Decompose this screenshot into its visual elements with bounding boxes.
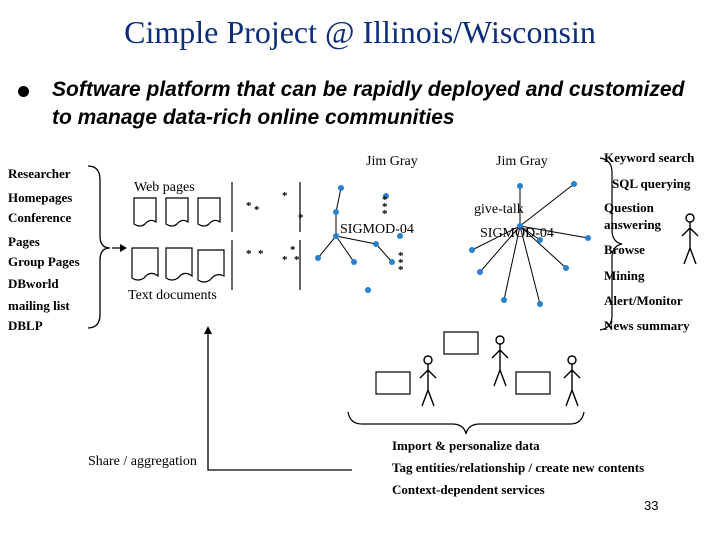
annotation-star: * <box>282 190 288 202</box>
source-researcher: Researcher <box>8 166 71 181</box>
annotation-star: * <box>246 248 252 260</box>
source-group-pages: Group Pages <box>8 254 80 269</box>
annotation-star: * <box>290 244 296 256</box>
web-page-icons <box>133 197 221 227</box>
annotation-star: * <box>382 201 388 213</box>
text-document-icons <box>131 247 225 283</box>
service-browse: Browse <box>604 242 645 257</box>
annotation-star: * <box>246 200 252 212</box>
tag-entities-text: Tag entities/relationship / create new c… <box>392 460 645 475</box>
entity-nodes-left <box>315 185 403 293</box>
import-personalize-text: Import & personalize data <box>392 438 540 453</box>
share-aggregation-label: Share / aggregation <box>88 454 197 469</box>
service-news-summary: News summary <box>604 318 690 333</box>
annotation-star: * <box>398 264 404 276</box>
entity-graph-right <box>471 183 589 305</box>
text-documents-label: Text documents <box>128 288 217 303</box>
source-homepages: Homepages <box>8 190 73 205</box>
annotation-star: * <box>398 257 404 269</box>
service-mining: Mining <box>604 268 645 283</box>
jim-gray-label-1: Jim Gray <box>366 154 418 169</box>
jim-gray-label-2: Jim Gray <box>496 154 548 169</box>
user-figures <box>419 213 699 407</box>
sigmod-label-2: SIGMOD-04 <box>480 226 554 241</box>
bullet-dot-icon <box>18 86 29 97</box>
user-screens <box>375 331 551 395</box>
source-mailing-list: mailing list <box>8 298 70 313</box>
annotation-star: * <box>254 204 260 216</box>
left-brace <box>87 165 111 329</box>
bullet-text: Software platform that can be rapidly de… <box>52 78 685 129</box>
bottom-brace <box>347 411 585 435</box>
slide-title: Cimple Project @ Illinois/Wisconsin <box>124 14 596 50</box>
annotation-star: * <box>294 254 300 266</box>
sigmod-label-1: SIGMOD-04 <box>340 222 414 237</box>
annotation-star: * <box>398 250 404 262</box>
extraction-brackets <box>231 182 301 290</box>
source-dblp: DBLP <box>8 318 43 333</box>
annotation-star: * <box>382 194 388 206</box>
annotation-star: * <box>298 212 304 224</box>
service-alert-monitor: Alert/Monitor <box>604 293 683 308</box>
share-axes <box>207 330 352 471</box>
annotation-star: * <box>382 208 388 220</box>
service-answering: answering <box>604 217 662 232</box>
service-keyword-search: Keyword search <box>604 150 695 165</box>
entity-graph-left <box>317 187 393 263</box>
service-question: Question <box>604 200 654 215</box>
page-number: 33 <box>644 498 659 513</box>
source-dbworld: DBworld <box>8 276 59 291</box>
web-pages-label: Web pages <box>134 180 195 195</box>
context-services-text: Context-dependent services <box>392 482 545 497</box>
give-talk-label: give-talk <box>474 202 524 217</box>
entity-nodes-right <box>469 181 591 307</box>
annotation-star: * <box>258 248 264 260</box>
source-conference: Conference <box>8 210 72 225</box>
source-pages: Pages <box>8 234 40 249</box>
services-brace <box>599 157 623 331</box>
annotation-star: * <box>282 254 288 266</box>
service-sql-querying: SQL querying <box>612 176 691 191</box>
